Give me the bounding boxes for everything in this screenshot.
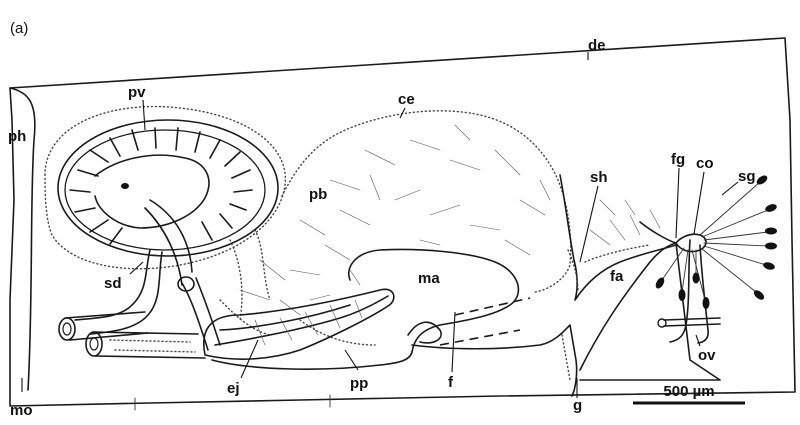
label-leaders	[21, 52, 739, 398]
label-g: g	[573, 397, 582, 414]
scale-bar-label: 500 µm	[663, 383, 714, 400]
label-ce: ce	[398, 91, 415, 108]
penis-papilla	[203, 288, 395, 360]
stalked-glands	[655, 175, 777, 309]
pharynx-pocket	[9, 87, 36, 391]
gonopore-stipple	[561, 334, 571, 381]
duct-stump-lower	[85, 331, 206, 359]
shell-gland-stipple	[567, 244, 651, 293]
duct-stump-upper	[58, 311, 149, 341]
panel-label: (a)	[10, 20, 28, 37]
label-sh: sh	[590, 169, 608, 186]
copulatory-bulb-outline	[281, 110, 572, 293]
shell-gland-hatching	[589, 199, 661, 246]
label-ej: ej	[227, 380, 240, 397]
label-pv: pv	[128, 84, 146, 101]
label-sg: sg	[738, 168, 756, 185]
female-atrium	[579, 242, 721, 381]
gonopore-canal	[411, 324, 578, 397]
label-fg: fg	[671, 151, 685, 168]
label-co: co	[696, 155, 714, 172]
label-ph: ph	[8, 128, 26, 145]
label-ov: ov	[698, 347, 716, 364]
label-f: f	[448, 374, 454, 391]
male-atrium	[211, 248, 520, 370]
shell-gland-region	[559, 174, 677, 301]
label-sd: sd	[104, 275, 122, 292]
atrium-dashed-connection	[439, 297, 531, 346]
sperm-duct	[74, 249, 221, 351]
label-mo: mo	[10, 402, 33, 419]
atrial-fold	[407, 321, 442, 344]
prostatic-vesicle	[44, 105, 286, 286]
label-pb: pb	[309, 186, 327, 203]
bulb-hatching	[239, 124, 551, 316]
label-pp: pp	[350, 375, 368, 392]
oviduct-complex	[639, 221, 721, 344]
label-ma: ma	[418, 270, 440, 287]
body-outline	[9, 37, 796, 407]
label-fa: fa	[610, 268, 624, 285]
label-de: de	[588, 37, 606, 54]
